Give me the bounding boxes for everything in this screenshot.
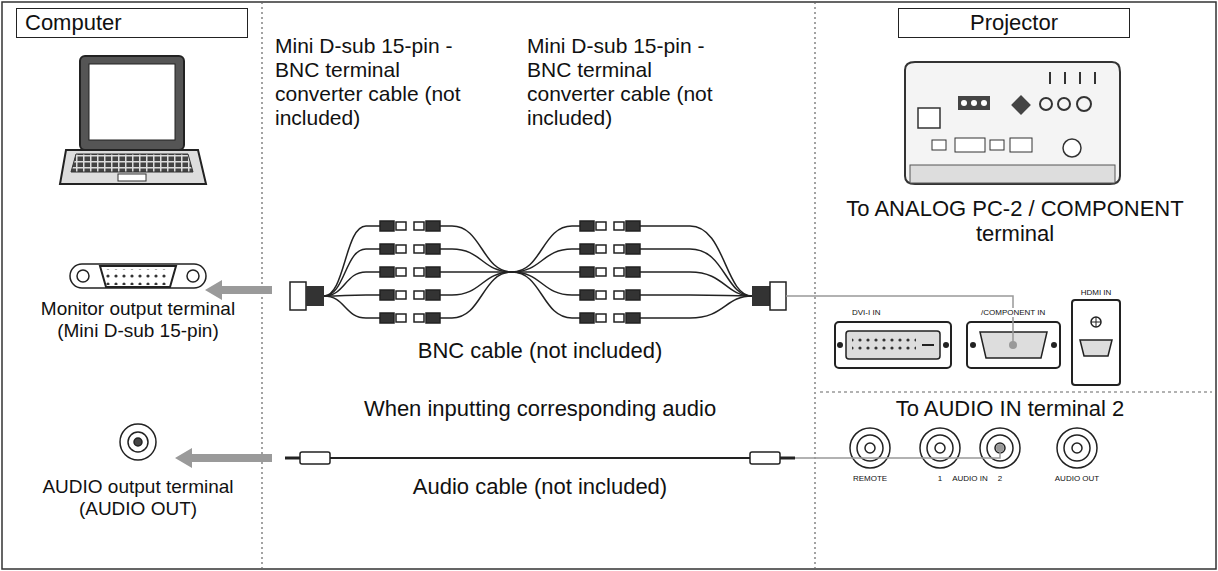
laptop-icon bbox=[60, 56, 206, 184]
bnc-connector bbox=[596, 314, 606, 322]
bnc-connector bbox=[596, 268, 606, 276]
dsub-plug bbox=[290, 282, 786, 310]
bnc-connector bbox=[580, 267, 594, 277]
cable-label: Mini D-sub 15-pin - BNC terminal convert… bbox=[527, 34, 737, 131]
bnc-wire bbox=[324, 226, 380, 296]
bnc-wire bbox=[440, 249, 512, 272]
bnc-connector bbox=[596, 222, 606, 230]
terminal-label: To AUDIO IN terminal 2 bbox=[835, 396, 1185, 421]
bnc-connector bbox=[396, 222, 406, 230]
bnc-connector bbox=[426, 290, 440, 300]
cable-label: BNC cable (not included) bbox=[400, 338, 680, 363]
audio-output-jack bbox=[120, 424, 156, 460]
bnc-connector bbox=[580, 221, 594, 231]
bnc-connector bbox=[580, 290, 594, 300]
bnc-connector bbox=[614, 314, 624, 322]
divider bbox=[814, 2, 815, 569]
direction-arrow bbox=[175, 448, 272, 468]
bnc-connector bbox=[614, 291, 624, 299]
cable-line bbox=[786, 296, 1013, 345]
audio-jacks bbox=[850, 428, 1097, 468]
header-text: Computer bbox=[25, 10, 239, 36]
bnc-wires bbox=[324, 221, 752, 323]
bnc-wire bbox=[324, 295, 380, 296]
bnc-wire bbox=[440, 226, 512, 272]
terminal-label: Monitor output terminal (Mini D-sub 15-p… bbox=[18, 298, 258, 342]
note-label: When inputting corresponding audio bbox=[290, 396, 790, 421]
bnc-connector bbox=[614, 222, 624, 230]
port-label: HDMI IN bbox=[1081, 288, 1112, 297]
bnc-connector bbox=[426, 313, 440, 323]
cable-label: Audio cable (not included) bbox=[380, 474, 700, 499]
bnc-connector bbox=[380, 244, 394, 254]
port-label: 2 bbox=[998, 474, 1002, 483]
bnc-connector bbox=[614, 245, 624, 253]
bnc-connector bbox=[626, 290, 640, 300]
bnc-wire bbox=[640, 249, 752, 296]
bnc-connector bbox=[396, 245, 406, 253]
bnc-wire bbox=[324, 272, 380, 296]
bnc-wire bbox=[512, 226, 580, 272]
bnc-connector bbox=[426, 244, 440, 254]
bnc-wire bbox=[512, 272, 580, 295]
header-box: Computer bbox=[16, 8, 248, 38]
monitor-output-port bbox=[70, 264, 206, 288]
header-text: Projector bbox=[907, 10, 1121, 36]
bnc-connector bbox=[580, 313, 594, 323]
port-label: /COMPONENT IN bbox=[980, 308, 1046, 317]
port-label: AUDIO IN bbox=[952, 474, 988, 483]
audio-cable bbox=[285, 444, 1004, 464]
bnc-connector bbox=[414, 291, 424, 299]
bnc-connector bbox=[396, 314, 406, 322]
bnc-connector bbox=[596, 291, 606, 299]
bnc-connector bbox=[426, 221, 440, 231]
bnc-connector bbox=[626, 244, 640, 254]
bnc-wire bbox=[440, 272, 512, 295]
cable-label: Mini D-sub 15-pin - BNC terminal convert… bbox=[275, 34, 485, 131]
input-terminals bbox=[835, 300, 1120, 385]
divider bbox=[261, 2, 262, 569]
port-label: DVI-I IN bbox=[852, 308, 880, 317]
cable-end bbox=[1009, 341, 1017, 349]
direction-arrow bbox=[205, 280, 272, 300]
bnc-connector bbox=[414, 268, 424, 276]
bnc-wire bbox=[512, 272, 580, 318]
bnc-connector bbox=[380, 267, 394, 277]
port-label: AUDIO OUT bbox=[1055, 474, 1099, 483]
bnc-connector bbox=[396, 268, 406, 276]
bnc-connector bbox=[380, 313, 394, 323]
bnc-wire bbox=[640, 295, 752, 296]
bnc-wire bbox=[640, 226, 752, 296]
port-label: REMOTE bbox=[853, 474, 887, 483]
bnc-wire bbox=[640, 296, 752, 318]
projector-icon bbox=[905, 62, 1120, 184]
port-label: 1 bbox=[938, 474, 942, 483]
bnc-connector bbox=[626, 313, 640, 323]
bnc-wire bbox=[640, 272, 752, 296]
terminal-label: To ANALOG PC-2 / COMPONENT terminal bbox=[845, 196, 1185, 247]
bnc-connector bbox=[626, 221, 640, 231]
bnc-connector bbox=[580, 244, 594, 254]
bnc-connector bbox=[380, 290, 394, 300]
terminal-label: AUDIO output terminal (AUDIO OUT) bbox=[18, 476, 258, 520]
bnc-connector bbox=[414, 314, 424, 322]
bnc-wire bbox=[324, 249, 380, 296]
bnc-connector bbox=[614, 268, 624, 276]
bnc-connector bbox=[396, 291, 406, 299]
bnc-connector bbox=[426, 267, 440, 277]
header-box: Projector bbox=[898, 8, 1130, 38]
bnc-wire bbox=[324, 296, 380, 318]
divider bbox=[820, 391, 1212, 392]
bnc-wire bbox=[440, 272, 512, 318]
bnc-connector bbox=[414, 222, 424, 230]
bnc-connector bbox=[380, 221, 394, 231]
bnc-connector bbox=[414, 245, 424, 253]
bnc-connector bbox=[626, 267, 640, 277]
bnc-connector bbox=[596, 245, 606, 253]
bnc-wire bbox=[512, 249, 580, 272]
